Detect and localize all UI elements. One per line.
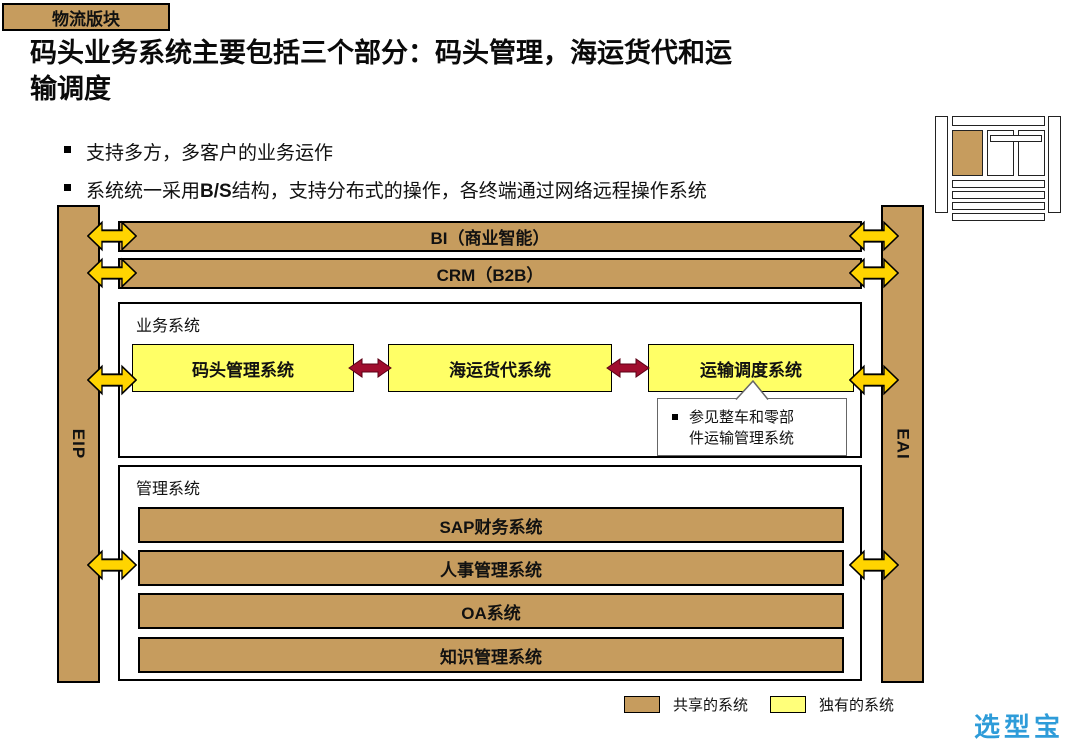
business-section-label: 业务系统 bbox=[136, 318, 201, 335]
legend-exclusive-swatch bbox=[770, 696, 806, 713]
eip-rail: EIP bbox=[57, 205, 100, 683]
double-arrow-gold-icon bbox=[848, 256, 900, 290]
bi-system-label: BI（商业智能） bbox=[430, 229, 550, 248]
hr-management-system-bar: 人事管理系统 bbox=[138, 550, 844, 586]
dock-management-system-label: 码头管理系统 bbox=[192, 360, 294, 380]
legend-exclusive-label: 独有的系统 bbox=[819, 697, 895, 714]
bullet-list: 支持多方，多客户的业务运作 系统统一采用B/S结构，支持分布式的操作，各终端通过… bbox=[64, 138, 707, 214]
minimap-highlight-block bbox=[952, 130, 983, 176]
crm-system-bar: CRM（B2B） bbox=[118, 258, 862, 289]
transport-dispatch-system-box: 运输调度系统 bbox=[648, 344, 854, 392]
double-arrow-gold-icon bbox=[848, 548, 900, 582]
callout-pointer-icon bbox=[734, 379, 770, 405]
transport-dispatch-system-label: 运输调度系统 bbox=[700, 360, 802, 380]
minimap-right-rail bbox=[1048, 116, 1061, 213]
minimap-row-bar bbox=[952, 191, 1045, 199]
sap-finance-system-bar: SAP财务系统 bbox=[138, 507, 844, 543]
page-title: 码头业务系统主要包括三个部分：码头管理，海运货代和运 输调度 bbox=[30, 38, 732, 104]
double-arrow-red-icon bbox=[606, 357, 650, 379]
oa-system-label: OA系统 bbox=[461, 603, 521, 623]
double-arrow-gold-icon bbox=[86, 219, 138, 253]
sea-freight-forwarding-system-label: 海运货代系统 bbox=[449, 360, 551, 380]
double-arrow-gold-icon bbox=[848, 363, 900, 397]
section-tag-label: 物流版块 bbox=[52, 9, 120, 29]
watermark-logo: 选型宝 bbox=[973, 712, 1064, 742]
bi-system-bar: BI（商业智能） bbox=[118, 221, 862, 252]
double-arrow-gold-icon bbox=[848, 219, 900, 253]
legend-exclusive: 独有的系统 bbox=[770, 694, 894, 715]
double-arrow-gold-icon bbox=[86, 256, 138, 290]
minimap-left-rail bbox=[935, 116, 948, 213]
architecture-minimap-icon bbox=[935, 112, 1063, 221]
minimap-sub-bar bbox=[990, 135, 1042, 142]
bullet-text: 支持多方，多客户的业务运作 bbox=[86, 143, 334, 164]
management-systems-section: 管理系统 SAP财务系统 人事管理系统 OA系统 知识管理系统 bbox=[118, 465, 862, 681]
bullet-square-icon bbox=[672, 414, 678, 420]
knowledge-management-system-bar: 知识管理系统 bbox=[138, 637, 844, 673]
oa-system-bar: OA系统 bbox=[138, 593, 844, 629]
section-tag: 物流版块 bbox=[2, 3, 170, 31]
note-body: 参见整车和零部件运输管理系统 bbox=[658, 399, 846, 449]
double-arrow-gold-icon bbox=[86, 548, 138, 582]
bullet-item: 支持多方，多客户的业务运作 bbox=[64, 138, 707, 165]
minimap-top-bar bbox=[952, 116, 1045, 126]
note-callout: 参见整车和零部件运输管理系统 bbox=[657, 379, 847, 456]
eai-rail-label: EAI bbox=[893, 428, 913, 460]
double-arrow-gold-icon bbox=[86, 363, 138, 397]
eip-rail-label: EIP bbox=[69, 428, 89, 460]
eai-rail: EAI bbox=[881, 205, 924, 683]
legend-shared: 共享的系统 bbox=[624, 694, 748, 715]
crm-system-label: CRM（B2B） bbox=[436, 266, 544, 285]
business-systems-section: 业务系统 码头管理系统 海运货代系统 运输调度系统 参见整车和零部件运输管理系统 bbox=[118, 302, 862, 458]
legend-shared-swatch bbox=[624, 696, 660, 713]
bullet-text: 系统统一采用B/S结构，支持分布式的操作，各终端通过网络远程操作系统 bbox=[86, 181, 707, 202]
knowledge-management-system-label: 知识管理系统 bbox=[440, 647, 542, 667]
hr-management-system-label: 人事管理系统 bbox=[440, 560, 542, 580]
minimap-row-bar bbox=[952, 213, 1045, 221]
legend-shared-label: 共享的系统 bbox=[673, 697, 749, 714]
minimap-row-bar bbox=[952, 180, 1045, 188]
sea-freight-forwarding-system-box: 海运货代系统 bbox=[388, 344, 612, 392]
bullet-item: 系统统一采用B/S结构，支持分布式的操作，各终端通过网络远程操作系统 bbox=[64, 176, 707, 203]
dock-management-system-box: 码头管理系统 bbox=[132, 344, 354, 392]
double-arrow-red-icon bbox=[348, 357, 392, 379]
bullet-square-icon bbox=[64, 146, 71, 153]
sap-finance-system-label: SAP财务系统 bbox=[439, 517, 543, 537]
minimap-row-bar bbox=[952, 202, 1045, 210]
bullet-square-icon bbox=[64, 184, 71, 191]
management-section-label: 管理系统 bbox=[136, 481, 201, 498]
note-text: 参见整车和零部件运输管理系统 bbox=[689, 409, 795, 447]
